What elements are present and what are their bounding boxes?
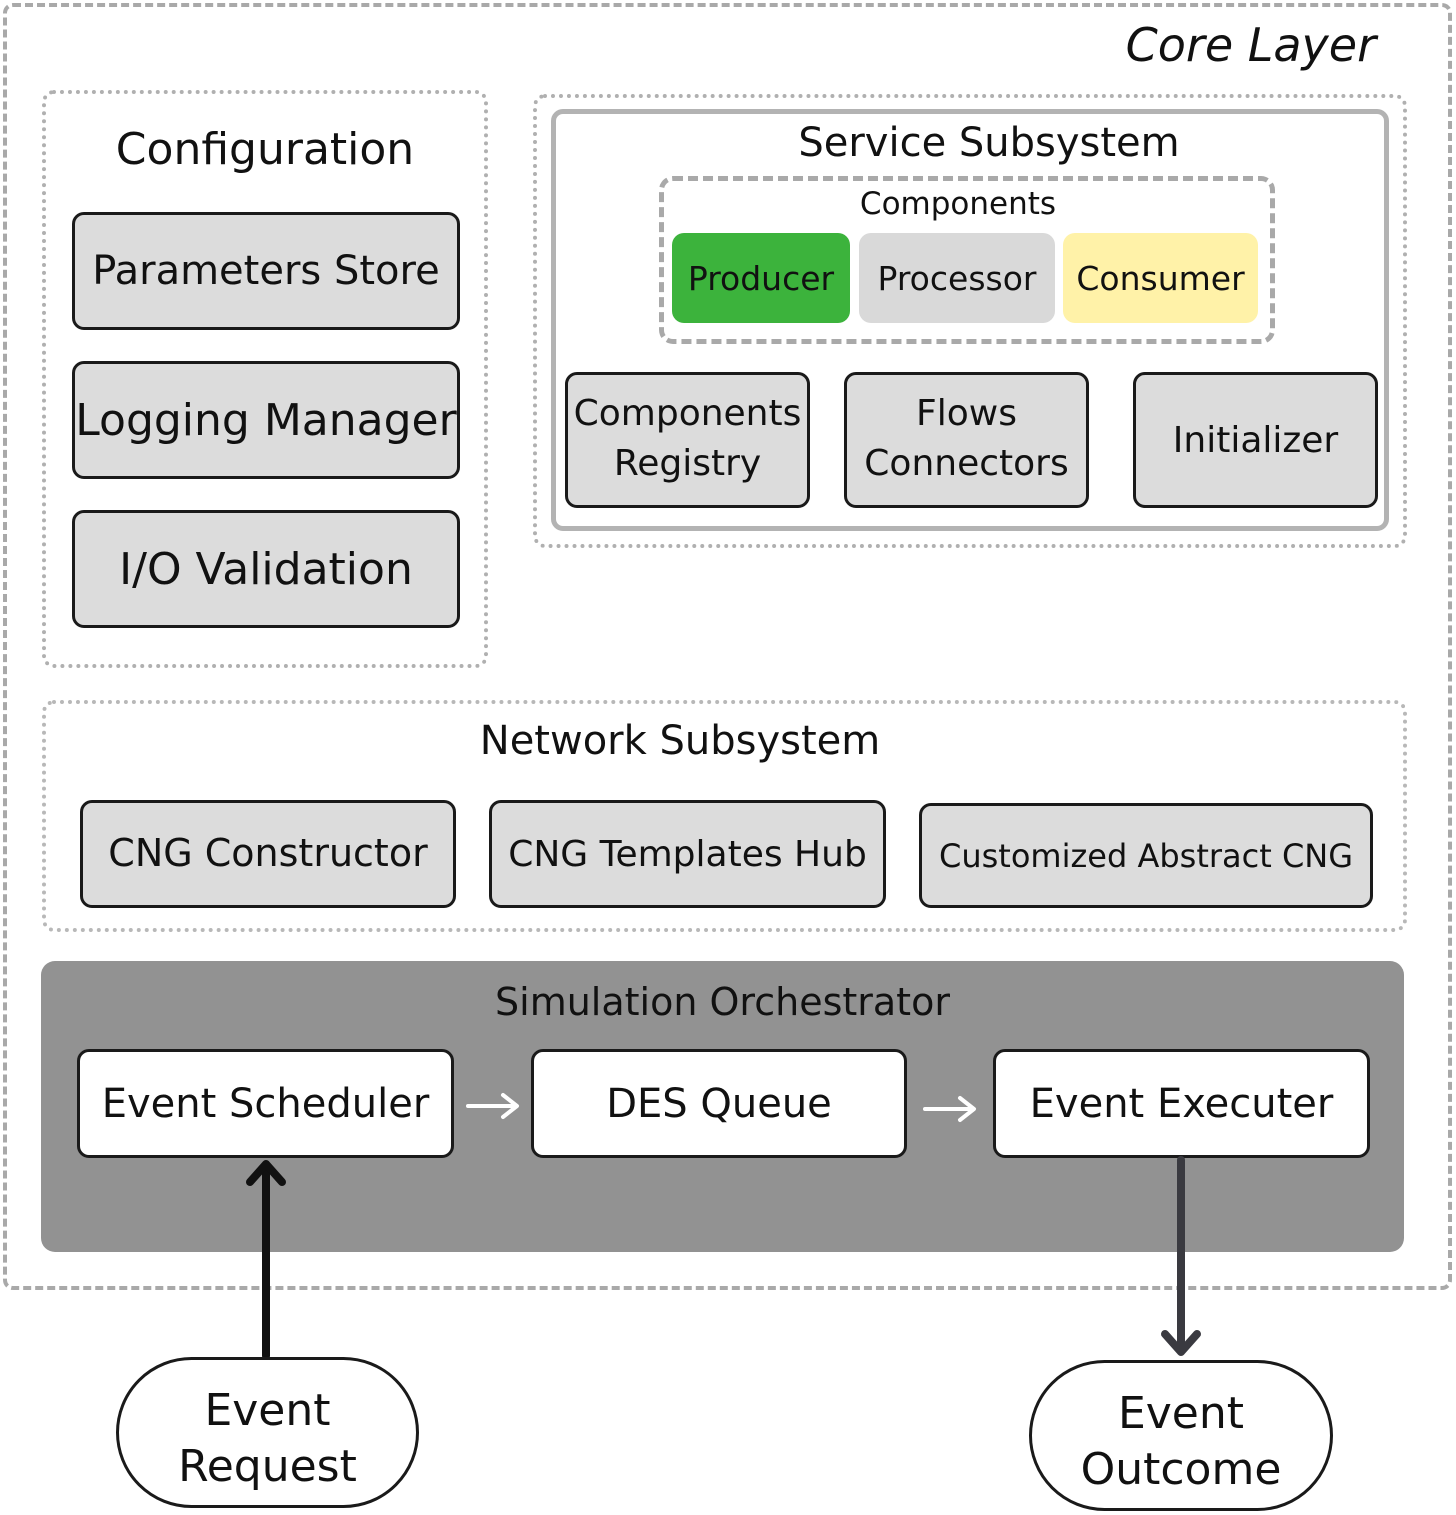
components-group bbox=[659, 176, 1275, 344]
queue-to-executer-arrow bbox=[923, 1096, 976, 1122]
network-subsystem-group bbox=[42, 700, 1407, 932]
cng-constructor-box: CNG Constructor bbox=[80, 800, 456, 908]
initializer-box: Initializer bbox=[1133, 372, 1378, 508]
producer-component: Producer bbox=[672, 233, 850, 323]
cng-templates-hub-box: CNG Templates Hub bbox=[489, 800, 886, 908]
event-request-terminal: Event Request bbox=[116, 1357, 419, 1508]
service-subsystem-outer-frame bbox=[533, 94, 1407, 548]
processor-component: Processor bbox=[859, 233, 1055, 323]
parameters-store-box: Parameters Store bbox=[72, 212, 460, 330]
event-outcome-line2: Outcome bbox=[1080, 1444, 1282, 1495]
simulation-orchestrator-title: Simulation Orchestrator bbox=[495, 980, 950, 1024]
event-scheduler-box: Event Scheduler bbox=[77, 1049, 454, 1158]
logging-manager-box: Logging Manager bbox=[72, 361, 460, 479]
customized-abstract-cng-box: Customized Abstract CNG bbox=[919, 803, 1373, 908]
event-request-line2: Request bbox=[178, 1441, 357, 1492]
configuration-group bbox=[42, 90, 488, 668]
components-registry-line2: Registry bbox=[613, 443, 762, 484]
core-layer-title: Core Layer bbox=[1125, 18, 1376, 72]
event-outcome-line1: Event bbox=[1117, 1388, 1245, 1439]
components-group-title: Components bbox=[859, 186, 1057, 222]
service-subsystem-frame bbox=[551, 109, 1389, 531]
components-registry-line1: Components bbox=[573, 393, 802, 434]
flows-connectors-line1: Flows bbox=[916, 393, 1017, 434]
flows-connectors-line2: Connectors bbox=[864, 443, 1069, 484]
flows-connectors-box: Flows Connectors bbox=[844, 372, 1089, 508]
scheduler-to-queue-arrow bbox=[466, 1093, 519, 1119]
io-validation-box: I/O Validation bbox=[72, 510, 460, 628]
core-layer-frame bbox=[3, 3, 1452, 1290]
request-to-scheduler-arrow bbox=[246, 1160, 286, 1360]
consumer-component: Consumer bbox=[1063, 233, 1258, 323]
network-subsystem-title: Network Subsystem bbox=[479, 718, 881, 764]
event-request-line1: Event bbox=[204, 1385, 331, 1436]
event-outcome-terminal: Event Outcome bbox=[1029, 1360, 1333, 1511]
executer-to-outcome-arrow bbox=[1161, 1156, 1201, 1356]
components-registry-box: Components Registry bbox=[565, 372, 810, 508]
des-queue-box: DES Queue bbox=[531, 1049, 907, 1158]
configuration-title: Configuration bbox=[115, 124, 415, 175]
service-subsystem-title: Service Subsystem bbox=[798, 120, 1180, 166]
